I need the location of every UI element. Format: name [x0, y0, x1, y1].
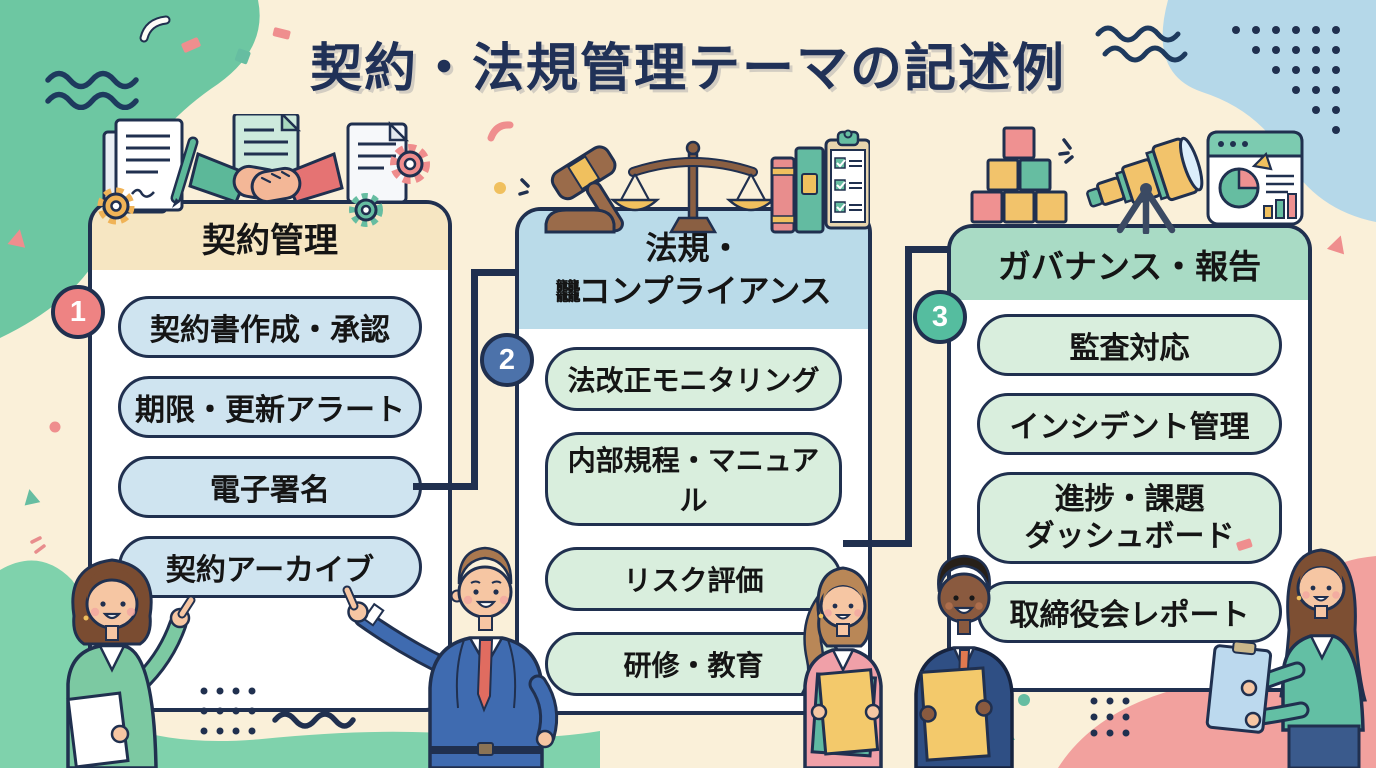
confetti-pink-curve — [487, 121, 514, 142]
connector-1-2-vertical — [471, 269, 478, 490]
confetti-pink-dot-small — [49, 421, 61, 433]
confetti-salmon-2 — [272, 27, 291, 40]
person-woman-pink-jacket — [801, 566, 883, 768]
connector-1-2-horizontal-top — [471, 269, 519, 276]
confetti-teal-square — [234, 48, 251, 65]
sparkle-gavel-icon — [518, 178, 530, 196]
step-badge-3: 3 — [913, 290, 967, 344]
card3-icon-cluster — [970, 126, 1304, 234]
scales-icon — [609, 140, 777, 234]
gavel-icon — [544, 145, 624, 234]
card2-header-line1: 法規・ — [645, 229, 742, 266]
card2-icon-cluster — [544, 129, 870, 234]
handshake-icon — [188, 114, 344, 204]
pill-internal-rules: 内部規程・マニュアル — [545, 432, 842, 526]
books-icon — [770, 146, 825, 234]
pill-e-signature: 電子署名 — [118, 456, 422, 518]
card3-header: ガバナンス・報告 — [951, 228, 1308, 300]
confetti-salmon-3 — [1236, 538, 1253, 551]
confetti-pink-triangle-left — [7, 229, 26, 248]
card2-body: 法改正モニタリング 内部規程・マニュアル リスク評価 研修・教育 — [519, 329, 868, 696]
pill-law-monitoring: 法改正モニタリング — [545, 347, 842, 411]
pill-audit-response: 監査対応 — [977, 314, 1282, 376]
pill-contract-archive: 契約アーカイブ — [118, 536, 422, 598]
wave-lines-top-left-icon — [45, 70, 139, 110]
card3-body: 監査対応 インシデント管理 進捗・課題 ダッシュボード 取締役会レポート — [951, 300, 1308, 643]
orange-gear-icon — [97, 187, 135, 225]
card3-header-label: ガバナンス・報告 — [997, 248, 1262, 285]
step-badge-2: 2 — [480, 333, 534, 387]
dot-grid-bottom-right — [1090, 697, 1130, 737]
checklist-clipboard-icon — [824, 129, 870, 230]
sparkle-pink-left — [30, 536, 46, 554]
sparkle-telescope-icon — [1058, 138, 1074, 164]
red-teal-gears-icon — [346, 120, 430, 227]
navy-squiggle-icon — [272, 711, 356, 729]
card-governance-reporting: ガバナンス・報告 監査対応 インシデント管理 進捗・課題 ダッシュボード 取締役… — [947, 224, 1312, 692]
person-woman-green-jacket — [66, 558, 196, 768]
confetti-teal-triangle-left — [24, 489, 41, 506]
page-title: 契約・法規管理テーマの記述例 — [309, 40, 1066, 98]
garbled-glyph: 𪚥 — [555, 278, 580, 306]
confetti-yellow-dot — [494, 182, 506, 194]
card1-body: 契約書作成・承認 期限・更新アラート 電子署名 契約アーカイブ — [92, 270, 448, 598]
blue-blob-top-right — [1162, 0, 1376, 222]
card1-header: 契約管理 — [92, 204, 448, 270]
pill-incident-management: インシデント管理 — [977, 393, 1282, 455]
pill-training-education: 研修・教育 — [545, 632, 842, 696]
connector-2-3-horizontal-top — [905, 246, 951, 253]
card-contract-management: 契約管理 契約書作成・承認 期限・更新アラート 電子署名 契約アーカイブ — [88, 200, 452, 712]
pill-progress-dashboard: 進捗・課題 ダッシュボード — [977, 472, 1282, 564]
wave-lines-top-right-icon — [1095, 25, 1188, 63]
pill-deadline-alerts: 期限・更新アラート — [118, 376, 422, 438]
card1-icon-cluster — [97, 114, 430, 227]
step-badge-1: 1 — [51, 285, 105, 339]
dashboard-chart-icon — [1206, 130, 1304, 226]
connector-1-2-horizontal-low — [413, 483, 478, 490]
dot-grid-bottom-left — [200, 687, 256, 735]
person-man-blue-suit — [342, 546, 559, 768]
confetti-white-curve — [139, 15, 171, 43]
dot-grid-top-right — [1232, 26, 1340, 134]
pill-contract-drafting: 契約書作成・承認 — [118, 296, 422, 358]
connector-2-3-horizontal-low — [843, 540, 912, 547]
card1-header-label: 契約管理 — [202, 221, 338, 260]
confetti-pink-triangle-right — [1326, 235, 1345, 255]
person-man-navy-suit — [914, 554, 1014, 768]
card2-header-line2: 𪚥コンプライアンス — [555, 270, 831, 313]
pill-board-report: 取締役会レポート — [977, 581, 1282, 643]
card2-header-line2-text: コンプライアンス — [578, 273, 832, 309]
building-blocks-icon — [970, 126, 1068, 224]
telescope-icon — [1086, 136, 1204, 234]
connector-2-3-vertical — [905, 246, 912, 547]
person-woman-teal-jacket — [1205, 548, 1367, 768]
confetti-teal-dot-bottom — [1018, 694, 1030, 706]
confetti-salmon-1 — [181, 37, 201, 53]
pill-risk-assessment: リスク評価 — [545, 547, 842, 611]
